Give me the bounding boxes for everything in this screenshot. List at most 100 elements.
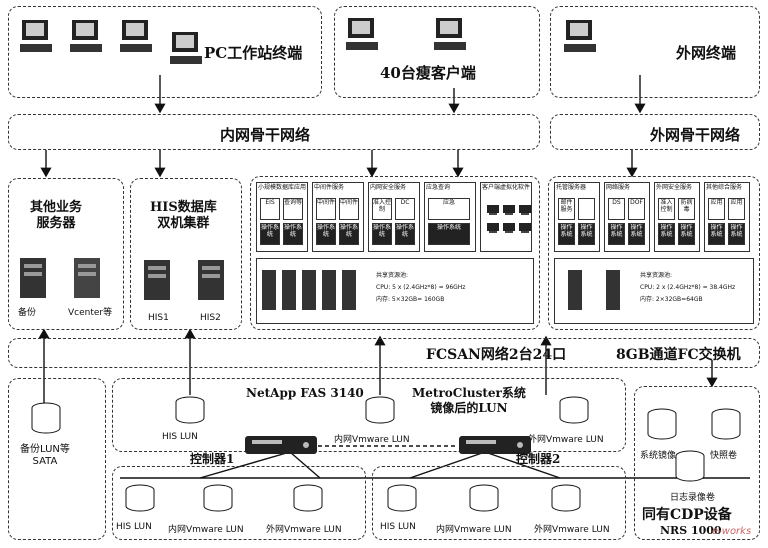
service-group-title: 内网安全服务 [370,184,407,191]
disk-icon [711,408,741,440]
service-group-title: 应急查询 [426,184,451,191]
service-group-title: 托管服务器 [556,184,587,191]
his2-label: HIS2 [200,313,221,323]
outer-backbone-label: 外网骨干网络 [650,126,741,144]
external-terminal-label: 外网终端 [676,44,737,62]
his1-label: HIS1 [148,313,169,323]
log-volume-label: 日志录像卷 [670,493,716,503]
thin-client-label: 40台瘦客户端 [380,64,476,82]
disk-icon [469,484,499,512]
outer-pool-title: 共享资源池: [640,272,673,279]
client-device-icon [487,223,499,233]
service-cell: DC [395,198,415,220]
disk-icon [551,484,581,512]
outer-vm-lun-label: 外网Vmware LUN [266,525,342,535]
service-group-title: 客户端虚拟化软件 [482,184,531,191]
other-business-label: 其他业务 服务器 [30,200,83,231]
his-db-cluster [130,178,242,330]
external-terminal-icon [564,20,596,52]
external-terminal-area [550,6,760,98]
disk-icon [559,396,589,424]
service-cell: 应用 [708,198,725,220]
service-cell: 查询等 [283,198,303,220]
other-business-servers [8,178,124,330]
outer-virtualization-area [548,176,760,330]
thin-client-icon [346,18,378,50]
client-device-icon [487,205,499,215]
cdp-label: 同有CDP设备 [642,507,732,523]
service-cell: 操作系统 [316,223,336,245]
service-cell: 操作系统 [372,223,392,245]
nrs-label: NRS 1000 [660,524,722,537]
inner-backbone-label: 内网骨干网络 [220,126,311,144]
client-device-icon [503,223,515,233]
service-cell: 准入控制 [372,198,392,220]
inner-vm-lun-label: 内网Vmware LUN [436,525,512,535]
inner-vm-lun-label: 内网Vmware LUN [168,525,244,535]
controller-2-lun-group [372,466,626,540]
backup-lun-label: 备份LUN等 SATA [20,444,70,467]
client-device-icon [519,223,531,233]
service-cell: 操作系统 [260,223,280,245]
service-cell: 操作系统 [428,223,470,245]
service-cell: 操作系统 [608,223,625,245]
pc-terminal-area [8,6,322,98]
service-cell: 中间件 [339,198,359,220]
server-icon [20,258,46,298]
service-cell: DS [608,198,625,220]
his-lun-label: HIS LUN [116,522,152,532]
disk-icon [175,396,205,424]
service-cell: 操作系统 [708,223,725,245]
vcenter-label: Vcenter等 [68,308,113,318]
disk-icon [125,484,155,512]
service-group-title: 其他综合服务 [706,184,743,191]
fcsan-network [8,338,760,368]
pc-icon [170,32,202,64]
thin-client-area [334,6,540,98]
controller-1-lun-group [112,466,366,540]
service-cell: 操作系统 [578,223,595,245]
pc-terminal-label: PC工作站终端 [204,44,303,62]
inner-vm-lun-label: 内网Vmware LUN [334,435,410,445]
controller-2-label: 控制器2 [516,452,561,466]
controller-1-icon [245,436,317,454]
server-rack-icons [568,270,620,310]
client-device-icon [503,205,515,215]
service-cell: 防病毒 [678,198,695,220]
service-cell: 操作系统 [558,223,575,245]
fc-switch-label: 8GB通道FC交换机 [616,347,741,363]
disk-icon [647,408,677,440]
fcsan-label: FCSAN网络2台24口 [426,347,567,363]
system-mirror-label: 系统镜像 [640,451,677,461]
inner-virtualization-area [250,176,540,330]
his-db-label: HIS数据库 双机集群 [150,200,217,231]
service-group [480,182,532,252]
disk-icon [365,396,395,424]
controller-2-icon [459,436,531,454]
his-lun-label: HIS LUN [162,432,198,442]
inner-backbone-network [8,114,540,150]
metrocluster-label: MetroCluster系统 镜像后的LUN [412,386,526,415]
inner-pool-title: 共享资源池: [376,272,409,279]
service-cell: 操作系统 [283,223,303,245]
netapp-metrocluster [112,378,626,452]
outer-pool-mem: 内存: 2×32GB=64GB [640,296,703,303]
disk-icon [387,484,417,512]
service-cell: 准入控制 [658,198,675,220]
controller-1-label: 控制器1 [190,452,235,466]
inner-pool-mem: 内存: 5×32GB= 160GB [376,296,445,303]
service-cell: 中间件 [316,198,336,220]
server-icon [144,260,170,300]
thin-client-icon [434,18,466,50]
server-rack-icons [262,270,356,310]
disk-icon [31,402,61,434]
service-cell: 操作系统 [628,223,645,245]
service-group-title: 中间件服务 [314,184,345,191]
disk-icon [293,484,323,512]
outer-resource-pool [554,258,754,324]
cdp-device-area [634,386,760,540]
service-cell: 邮件服务 [558,198,575,220]
outer-backbone-network [550,114,760,150]
service-group-title: 外网安全服务 [656,184,693,191]
service-group-title: 网络服务 [606,184,631,191]
